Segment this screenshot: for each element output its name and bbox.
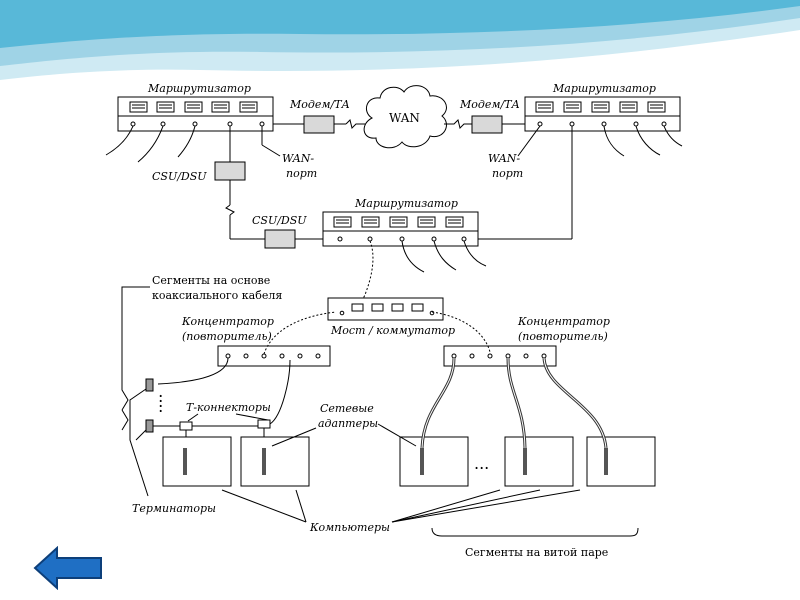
network-adapters-label: Сетевые: [320, 402, 374, 415]
router-top-right: Маршрутизатор: [524, 82, 683, 157]
bridge-switch-label: Мост / коммутатор: [330, 324, 455, 337]
csu-dsu-center: CSU/DSU: [252, 214, 323, 249]
hub-left-label-2: (повторитель): [182, 330, 272, 343]
hub-right: Концентратор (повторитель): [431, 311, 610, 367]
wan-port-left-label: WAN-: [282, 152, 314, 165]
router-top-left: Маршрутизатор: [105, 82, 274, 163]
hub-left-label: Концентратор: [181, 315, 274, 328]
hub-right-label: Концентратор: [517, 315, 610, 328]
coax-segment: : : Т-коннекторы: [145, 357, 291, 476]
router-top-left-label: Маршрутизатор: [147, 82, 251, 95]
csu-dsu-center-label: CSU/DSU: [252, 214, 307, 227]
twisted-pair-segments-label: Сегменты на витой паре: [465, 546, 608, 559]
modem-left: [303, 115, 335, 134]
router-top-left-ports: [129, 101, 258, 113]
csu-dsu-left-label: CSU/DSU: [152, 170, 207, 183]
computer-4: [504, 436, 574, 487]
computers: ...: [162, 436, 656, 487]
hub-right-label-2: (повторитель): [518, 330, 608, 343]
router-center: Маршрутизатор: [322, 197, 487, 273]
network-adapters-label-2: адаптеры: [318, 417, 378, 430]
computers-label: Компьютеры: [309, 521, 390, 534]
terminator-bottom: [145, 419, 154, 433]
computer-5: [586, 436, 656, 487]
modem-right-label: Модем/ТА: [459, 98, 520, 111]
wan-port-right-label-2: порт: [492, 167, 523, 180]
t-connector-1: [179, 421, 193, 431]
coax-segments-label-2: коаксиального кабеля: [152, 289, 282, 302]
bridge-switch: Мост / коммутатор: [327, 240, 455, 337]
wave-dark: [0, 0, 800, 48]
modem-left-label: Модем/ТА: [289, 98, 350, 111]
coax-vertical-dots: :: [158, 397, 163, 416]
hub-left: Концентратор (повторитель): [181, 311, 337, 367]
coax-vertical-dots-2: :: [158, 387, 163, 406]
twisted-pair-cables: [420, 357, 608, 449]
router-center-label: Маршрутизатор: [354, 197, 458, 210]
terminators-label: Терминаторы: [132, 502, 216, 515]
wan-port-right-label: WAN-: [488, 152, 520, 165]
computer-3: [399, 436, 469, 487]
computers-ellipsis: ...: [474, 454, 489, 473]
modem-right: [471, 115, 503, 134]
left-arrow-icon: [33, 546, 102, 590]
t-connectors-label: Т-коннекторы: [186, 401, 271, 414]
wan-cloud-label: WAN: [389, 111, 420, 125]
wan-link: Модем/ТА WAN Модем/ТА: [273, 85, 525, 149]
computer-1: [162, 436, 232, 487]
router-top-right-label: Маршрутизатор: [552, 82, 656, 95]
back-button[interactable]: [33, 546, 103, 590]
terminator-top: [145, 378, 154, 392]
coax-segments-label: Сегменты на основе: [152, 274, 270, 287]
wan-port-left-label-2: порт: [286, 167, 317, 180]
t-connector-2: [257, 419, 271, 429]
csu-dsu-left: CSU/DSU: [152, 126, 265, 240]
header-wave-decoration: [0, 0, 800, 80]
wan-cloud: [363, 85, 447, 149]
